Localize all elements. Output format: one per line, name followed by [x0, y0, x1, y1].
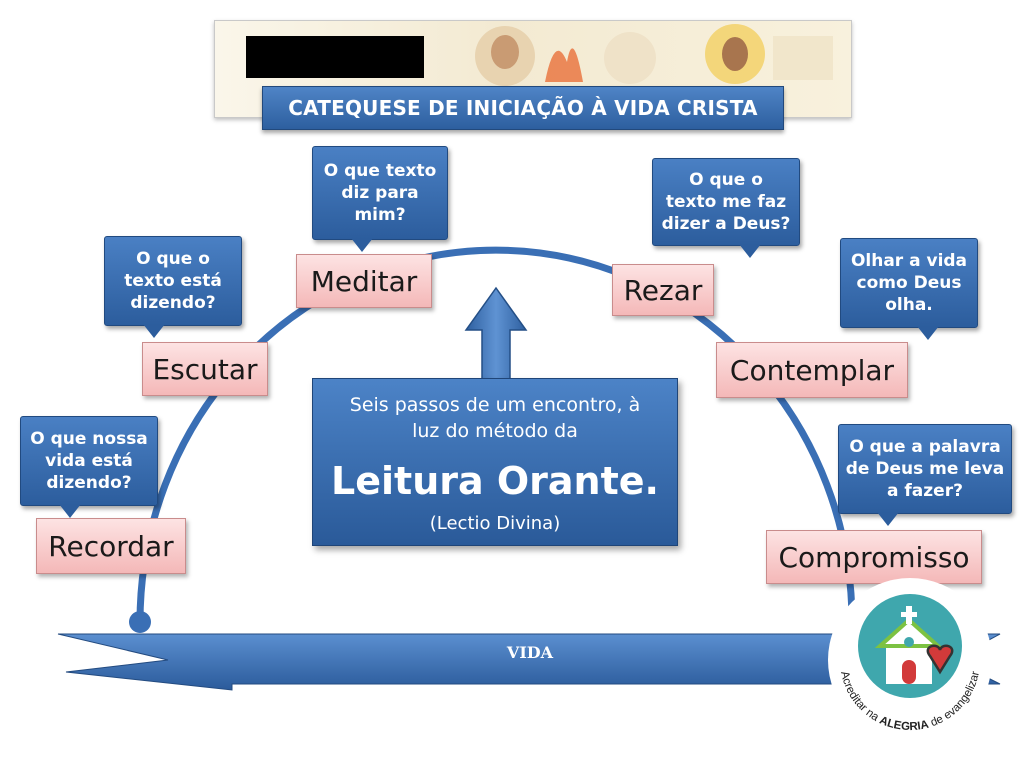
- callout-meditar: O que texto diz para mim?: [312, 146, 448, 252]
- arc-start-dot: [129, 611, 151, 633]
- logo: Acreditar na ALEGRIA de evangelizar: [828, 578, 992, 742]
- steps-arc: [136, 246, 856, 623]
- step-escutar: Escutar: [142, 342, 268, 396]
- callout-contemplar: Olhar a vida como Deus olha.: [840, 238, 978, 340]
- center-intro: Seis passos de um encontro, à luz do mét…: [349, 394, 641, 442]
- chapel-icon: [874, 606, 944, 684]
- step-rezar: Rezar: [612, 264, 714, 316]
- header-religious-illustration: [475, 24, 833, 86]
- callout-rezar: O que o texto me faz dizer a Deus?: [652, 158, 800, 258]
- callout-escutar: O que o texto está dizendo?: [104, 236, 242, 338]
- step-contemplar: Contemplar: [716, 342, 908, 398]
- center-title: Leitura Orante.: [331, 459, 659, 503]
- center-box: Seis passos de um encontro, à luz do mét…: [312, 378, 678, 546]
- center-subtitle: (Lectio Divina): [429, 513, 561, 534]
- step-meditar: Meditar: [296, 254, 432, 308]
- redacted-block: [246, 36, 424, 78]
- step-compromisso: Compromisso: [766, 530, 982, 584]
- banner-title: CATEQUESE DE INICIAÇÃO À VIDA CRISTA: [262, 86, 784, 130]
- heart-pin-icon: [926, 644, 954, 675]
- up-arrow: [464, 286, 528, 387]
- callout-recordar: O que nossa vida está dizendo?: [20, 416, 158, 518]
- step-recordar: Recordar: [36, 518, 186, 574]
- callout-compromisso: O que a palavra de Deus me leva a fazer?: [838, 424, 1012, 526]
- base-label-vida: VIDA: [506, 643, 554, 662]
